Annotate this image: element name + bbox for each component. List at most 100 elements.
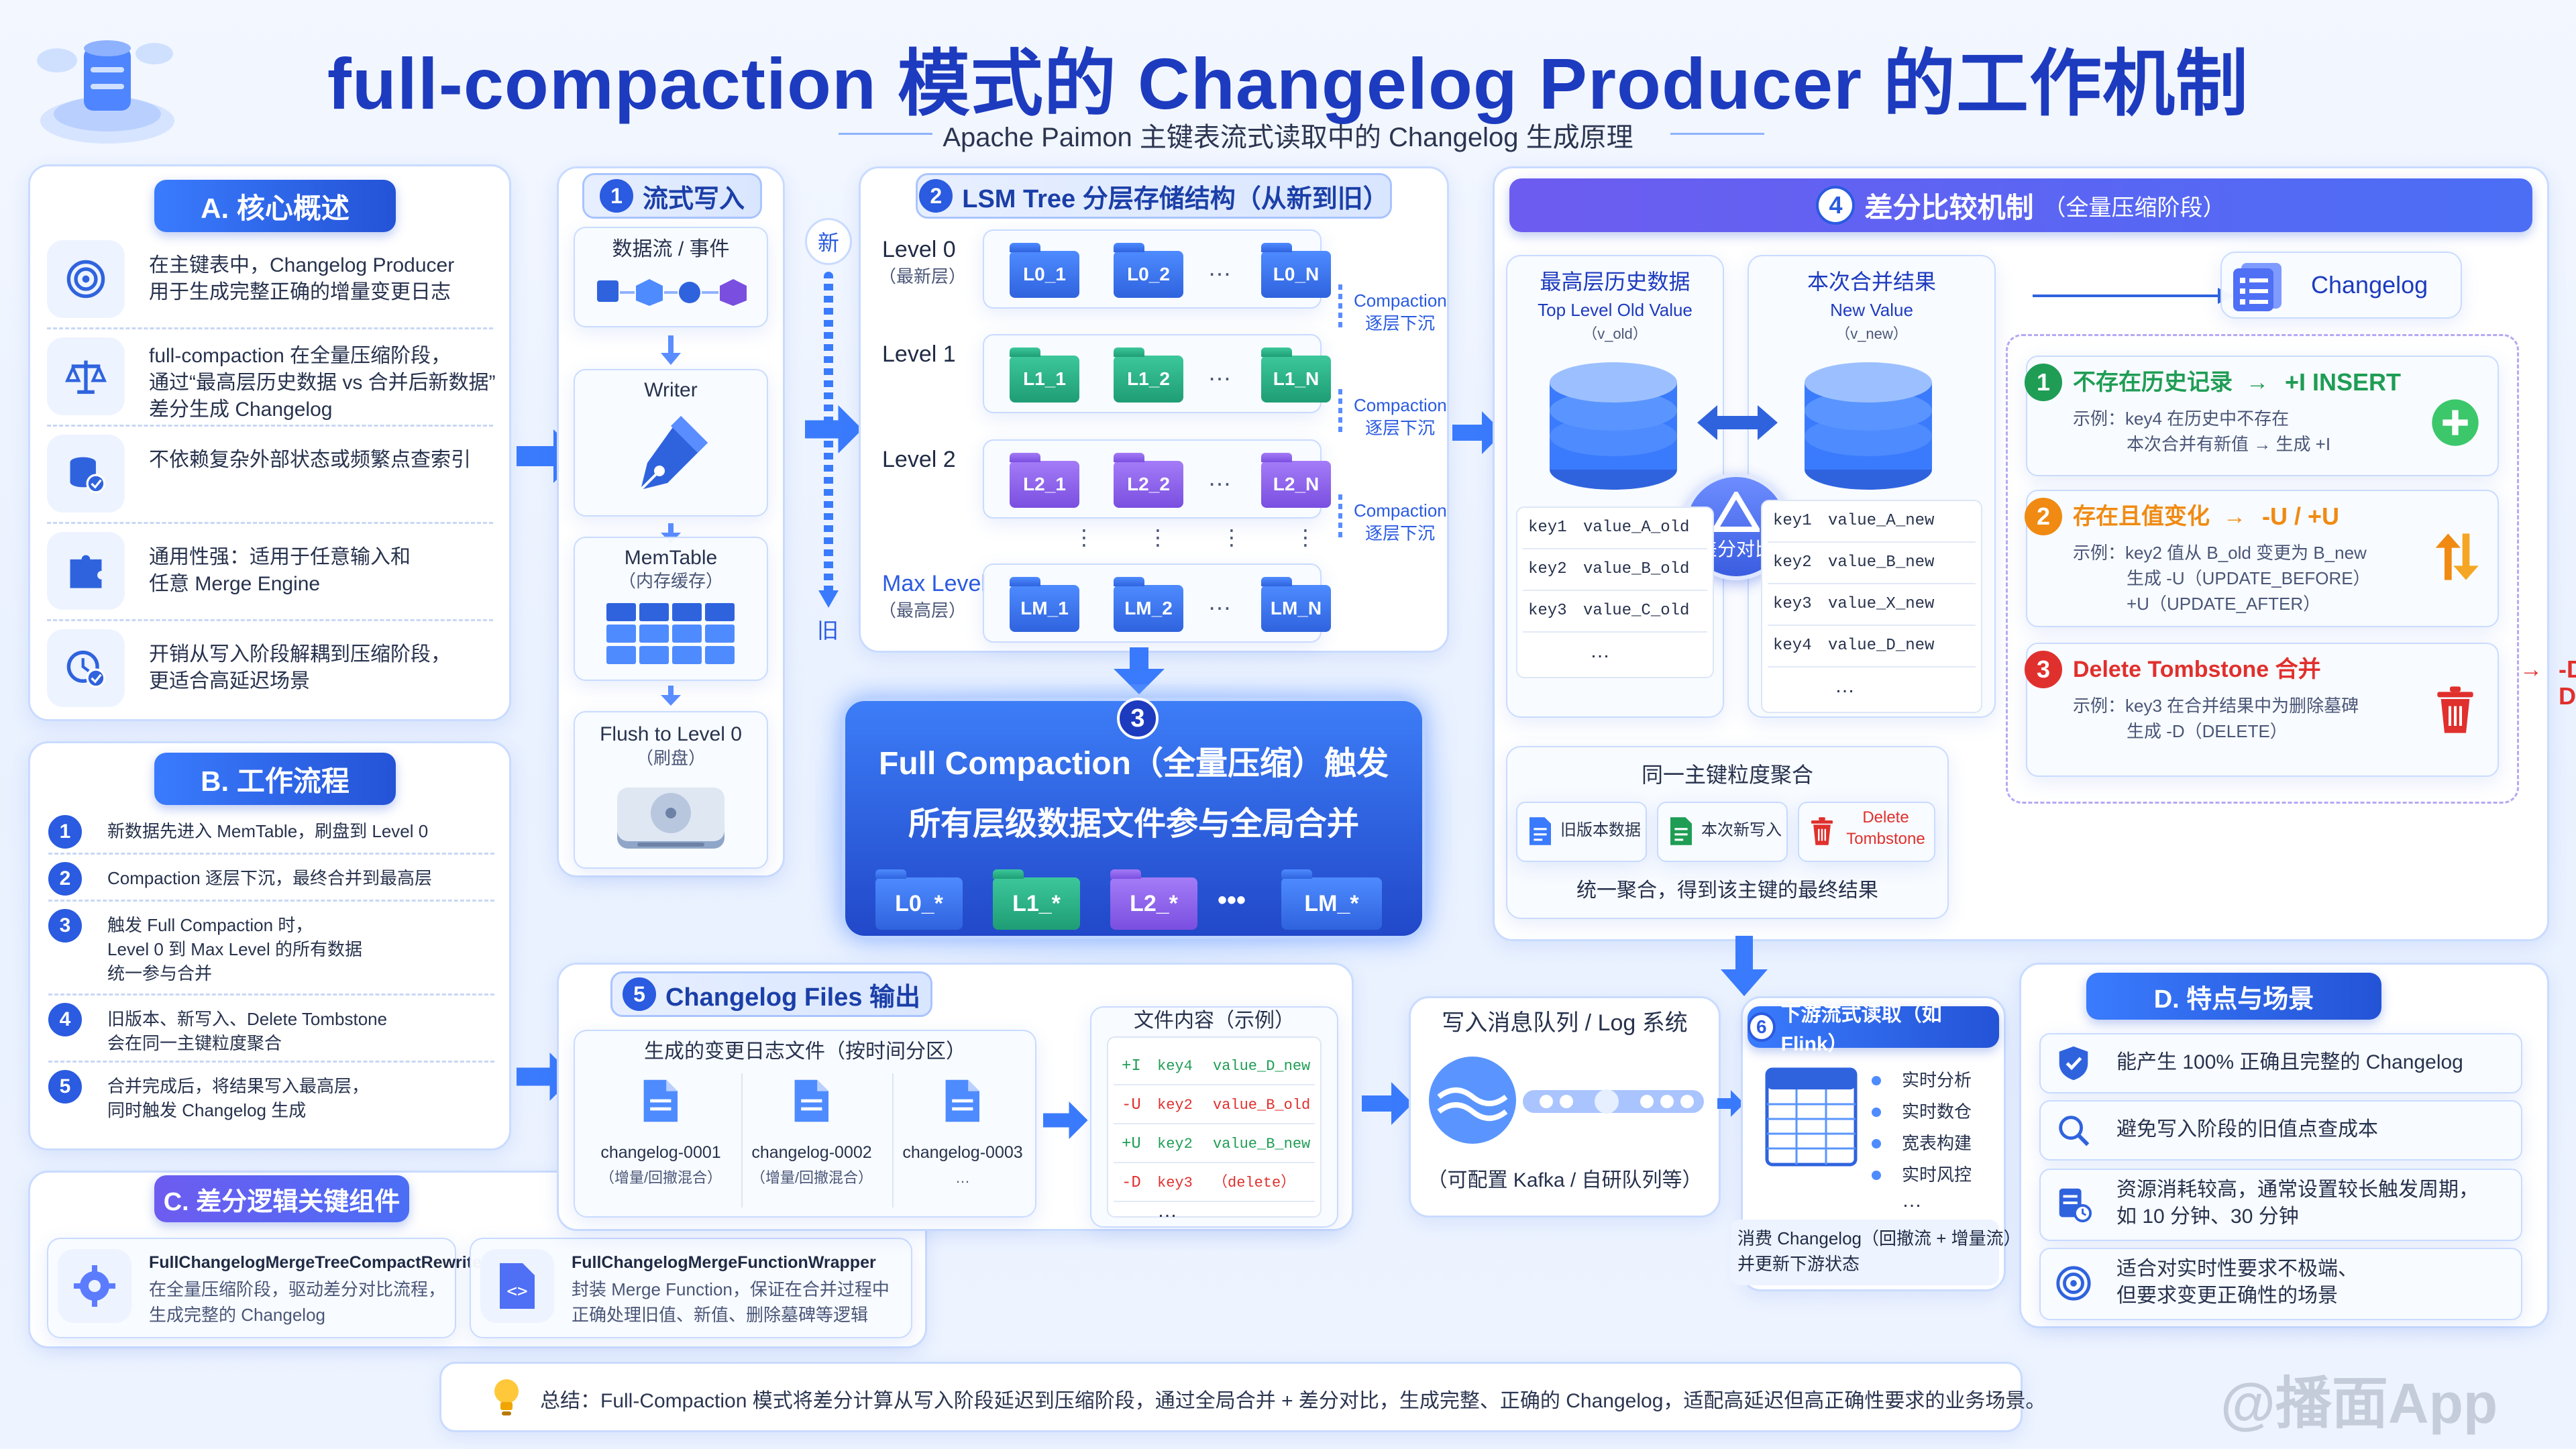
workflow-step-number: 1	[48, 815, 82, 849]
changelog-file-name: changelog-0003	[902, 1143, 1023, 1162]
case-example: 本次合并有新值 → 生成 +I	[2127, 434, 2331, 454]
old-value-sub2: （v_old）	[1582, 325, 1648, 342]
component-1-desc-1: 在全量压缩阶段，驱动差分对比流程，	[149, 1279, 446, 1299]
kv-value: value_B_new	[1828, 553, 1935, 572]
content-key: key2	[1157, 1136, 1193, 1152]
kv-row-divider	[1523, 590, 1707, 591]
case-card	[2026, 356, 2499, 476]
stream-label: 数据流 / 事件	[612, 238, 730, 260]
changelog-label: Changelog	[2311, 271, 2428, 299]
workflow-step-text: 新数据先进入 MemTable，刷盘到 Level 0	[107, 821, 429, 841]
mq-to-step6-arrow	[1717, 1090, 1744, 1120]
kv-value: value_C_old	[1583, 602, 1690, 620]
lsm-file: L0_1	[1010, 243, 1079, 298]
section-c-title: C. 差分逻辑关键组件	[154, 1175, 409, 1222]
memtable-box	[574, 537, 768, 681]
changelog-file-sub: （增量/回撤混合）	[750, 1169, 873, 1186]
workflow-step-text: 触发 Full Compaction 时，	[107, 915, 313, 935]
step6-note-1: 消费 Changelog（回撤流 + 增量流）	[1737, 1228, 2021, 1248]
timeline-old-label: 旧	[817, 619, 839, 643]
old-db-icon	[1540, 356, 1687, 500]
content-more: …	[1157, 1199, 1177, 1222]
feature-row	[2039, 1033, 2522, 1093]
target-icon	[66, 260, 105, 299]
scale-icon	[64, 360, 107, 394]
full-file-l1: L1_*	[993, 869, 1080, 930]
full-file-ellipsis: •••	[1218, 885, 1246, 915]
trash-icon	[2437, 686, 2473, 733]
kv-key: key4	[1773, 637, 1812, 655]
step2-to-step3-arrow	[1114, 647, 1165, 698]
compare-double-arrow	[1697, 402, 1778, 446]
kv-value: value_B_old	[1583, 560, 1690, 578]
feature-row	[2039, 1248, 2522, 1320]
kv-row-divider	[1768, 666, 1976, 667]
lsm-file: L0_N	[1261, 243, 1331, 298]
case-arrow: →	[2246, 370, 2269, 395]
lsm-level-sub: （最新层）	[879, 266, 967, 286]
case-example: +U（UPDATE_AFTER）	[2127, 594, 2321, 614]
lsm-file: L1_2	[1114, 347, 1183, 402]
component-2-name: FullChangelogMergeFunctionWrapper	[572, 1253, 876, 1272]
overview-text: full-compaction 在全量压缩阶段，	[149, 345, 451, 367]
content-key: key2	[1157, 1097, 1193, 1114]
compaction-sub: 逐层下沉	[1365, 523, 1436, 543]
aggregation-note: 统一聚合，得到该主键的最终结果	[1576, 879, 1878, 902]
workflow-step-text: 会在同一主键粒度聚合	[107, 1033, 282, 1053]
delta-icon	[1713, 492, 1760, 532]
lsm-file-ellipsis: …	[1208, 588, 1232, 615]
svg-text:<>: <>	[506, 1281, 527, 1301]
workflow-step-number: 4	[48, 1003, 82, 1036]
new-value-title: 本次合并结果	[1807, 270, 1936, 294]
feature-text: 避免写入阶段的旧值点查成本	[2116, 1118, 2378, 1140]
page-title: full-compaction 模式的 Changelog Producer 的…	[327, 43, 2249, 124]
feature-text: 资源消耗较高，通常设置较长触发周期，	[2116, 1179, 2479, 1201]
content-row-divider	[1114, 1201, 1315, 1202]
overview-text: 在主键表中，Changelog Producer	[149, 254, 455, 276]
overview-text: 通用性强：适用于任意输入和	[149, 546, 411, 568]
lsm-file: L1_N	[1261, 347, 1331, 402]
step6-note-box	[1731, 1220, 1999, 1285]
case-card	[2026, 490, 2499, 627]
feature-text: 但要求变更正确性的场景	[2116, 1285, 2338, 1307]
compaction-sub: 逐层下沉	[1365, 418, 1436, 438]
compaction-arrow	[1338, 284, 1342, 329]
kv-more: …	[1590, 640, 1610, 662]
changelog-files-box	[574, 1030, 1036, 1218]
bullet-dot	[1872, 1076, 1881, 1085]
kv-key: key2	[1528, 560, 1567, 578]
kv-value: value_X_new	[1828, 595, 1935, 613]
content-op: +U	[1122, 1135, 1141, 1153]
content-value: value_D_new	[1213, 1058, 1311, 1075]
section-b-card	[28, 741, 511, 1150]
doc-blue-icon	[1529, 817, 1551, 845]
kv-row-divider	[1768, 541, 1976, 543]
page-subtitle: Apache Paimon 主键表流式读取中的 Changelog 生成原理	[943, 123, 1633, 152]
aggregation-chip-label: 本次新写入	[1701, 821, 1782, 839]
lsm-file: LM_N	[1261, 577, 1331, 632]
lsm-level-name: Level 0	[882, 237, 956, 262]
overview-text: 差分生成 Changelog	[149, 398, 333, 421]
timeline-arrow	[818, 590, 839, 614]
resource-clock-icon	[2059, 1188, 2092, 1223]
case-op: -D DELETE	[2559, 655, 2576, 710]
summary-bar	[439, 1362, 2023, 1432]
workflow-divider	[48, 994, 494, 996]
component-1-name: FullChangelogMergeTreeCompactRewriter	[149, 1253, 488, 1272]
case-arrow: →	[2223, 504, 2246, 529]
content-value: （delete）	[1213, 1175, 1296, 1191]
kv-value: value_D_new	[1828, 637, 1935, 655]
changelog-file-name: changelog-0001	[600, 1143, 721, 1162]
case-example: 示例：key3 在合并结果中为删除墓碑	[2073, 696, 2359, 716]
puzzle-icon	[70, 555, 102, 588]
step3-line2: 所有层级数据文件参与全局合并	[908, 806, 1359, 842]
changelog-file-card	[892, 1073, 1033, 1208]
kv-key: key1	[1773, 512, 1812, 530]
changelog-file-sub: （增量/回撤混合）	[599, 1169, 722, 1186]
step3-line1: Full Compaction（全量压缩）触发	[879, 746, 1389, 782]
lsm-file: LM_1	[1010, 577, 1079, 632]
downstream-use-item: 宽表构建	[1902, 1133, 1972, 1153]
aggregation-title: 同一主键粒度聚合	[1641, 763, 1813, 787]
subtitle-decor-right	[1670, 133, 1764, 135]
kv-key: key2	[1773, 553, 1812, 572]
